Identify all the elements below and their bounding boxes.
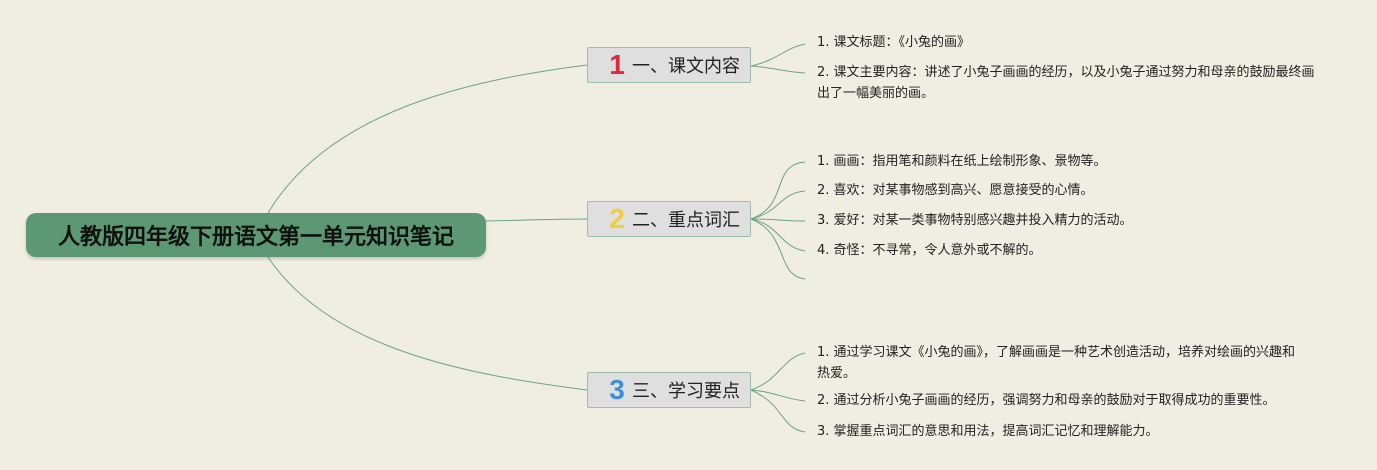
branch-node-1[interactable]: 1 一、课文内容 [587, 47, 751, 83]
leaf-1-2: 2. 课文主要内容：讲述了小兔子画画的经历，以及小兔子通过努力和母亲的鼓励最终画… [817, 65, 1315, 101]
connector-b2-leaf-5 [750, 218, 806, 280]
leaf-2-2: 2. 喜欢：对某事物感到高兴、愿意接受的心情。 [817, 183, 1094, 198]
leaf-3-3: 3. 掌握重点词汇的意思和用法，提高词汇记忆和理解能力。 [817, 424, 1159, 439]
leaf-3-1: 1. 通过学习课文《小兔的画》，了解画画是一种艺术创造活动，培养对绘画的兴趣和热… [817, 345, 1296, 381]
branch-number-3: 3 [609, 374, 625, 405]
branch-node-2[interactable]: 2 二、重点词汇 [587, 201, 751, 237]
connector-b2-leaf-1 [750, 161, 806, 220]
branch-number-2: 2 [609, 203, 625, 234]
leaf-3-2: 2. 通过分析小兔子画画的经历，强调努力和母亲的鼓励对于取得成功的重要性。 [817, 393, 1276, 408]
connector-b1-leaf-1 [750, 43, 806, 67]
branch-label-2: 二、重点词汇 [632, 210, 740, 231]
connector-root-branch-1 [267, 64, 588, 214]
connector-root-branch-3 [267, 256, 588, 391]
leaf-2-4: 4. 奇怪：不寻常，令人意外或不解的。 [817, 243, 1042, 258]
connector-b3-leaf-3 [750, 389, 806, 433]
leaf-2-1: 1. 画画：指用笔和颜料在纸上绘制形象、景物等。 [817, 154, 1107, 169]
connector-b3-leaf-2 [750, 389, 806, 402]
root-node[interactable]: 人教版四年级下册语文第一单元知识笔记 [26, 213, 486, 257]
connector-root-branch-2 [485, 218, 588, 222]
branch-label-3: 三、学习要点 [632, 381, 740, 402]
connector-b3-leaf-1 [750, 352, 806, 391]
root-title: 人教版四年级下册语文第一单元知识笔记 [57, 225, 454, 250]
connector-b2-leaf-2 [750, 190, 806, 220]
connector-b2-leaf-4 [750, 218, 806, 252]
leaf-1-1: 1. 课文标题：《小兔的画》 [817, 35, 971, 50]
leaf-2-3: 3. 爱好：对某一类事物特别感兴趣并投入精力的活动。 [817, 213, 1133, 228]
branch-label-1: 一、课文内容 [632, 56, 740, 77]
connector-b1-leaf-2 [750, 65, 806, 74]
branch-node-3[interactable]: 3 三、学习要点 [587, 372, 751, 408]
connector-b2-leaf-3 [750, 218, 806, 222]
branch-number-1: 1 [609, 49, 625, 80]
